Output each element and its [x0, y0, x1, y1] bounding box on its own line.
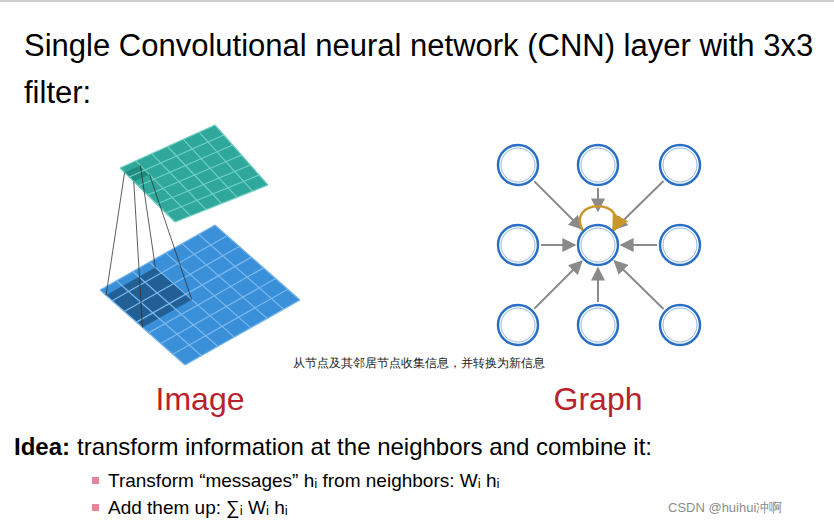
message-arrow: [534, 261, 581, 308]
graph-node-ring: [501, 308, 535, 342]
projection-line: [106, 173, 125, 296]
message-arrow: [614, 181, 663, 229]
grid-line: [183, 139, 237, 197]
message-arrow: [597, 268, 599, 302]
graph-node-ring: [663, 148, 697, 182]
graph-node-circle: [578, 305, 618, 345]
message-arrow: [541, 244, 575, 246]
graph-node-ring: [663, 228, 697, 262]
graph-node-ring: [581, 148, 615, 182]
grid-line: [215, 125, 268, 185]
graph-node-ring: [581, 228, 615, 262]
grid-line: [173, 289, 288, 354]
slide-title: Single Convolutional neural network (CNN…: [24, 22, 824, 116]
graph-node-circle: [498, 305, 538, 345]
grid-plane: [120, 125, 268, 222]
bullet-text: Transform “messages” hᵢ from neighbors: …: [108, 470, 500, 493]
projection-line: [140, 165, 155, 267]
top-rule: [0, 0, 834, 2]
watermark: CSDN @huihui冲啊: [668, 500, 782, 516]
grid-line: [185, 300, 300, 365]
message-arrow: [597, 188, 599, 211]
figure-label: Graph: [554, 380, 643, 418]
grid-line: [215, 225, 300, 300]
bullet-square: [92, 477, 99, 484]
bullet-text: Add them up: ∑ᵢ Wᵢ hᵢ: [108, 497, 288, 520]
grid-line: [161, 279, 276, 344]
graph-node-circle: [660, 225, 700, 265]
graph-node-ring: [501, 148, 535, 182]
grid-plane: [100, 225, 300, 365]
image-grid-illustration: [100, 125, 300, 365]
idea-heading: Idea:: [14, 433, 70, 462]
grid-line: [175, 185, 268, 222]
bullet-square: [92, 504, 99, 511]
message-arrow: [621, 244, 657, 246]
graph-node-ring: [581, 308, 615, 342]
graph-node-circle: [660, 305, 700, 345]
annotation-note: 从节点及其邻居节点收集信息，并转换为新信息: [291, 356, 547, 370]
graph-node-circle: [660, 145, 700, 185]
grid-line: [199, 132, 252, 191]
graph-node-ring: [501, 228, 535, 262]
graph-node-circle: [498, 225, 538, 265]
figure-label: Image: [156, 380, 245, 418]
graph-node-circle: [578, 225, 618, 265]
grid-line: [199, 234, 284, 309]
graph-node-circle: [498, 145, 538, 185]
idea-text: transform information at the neighbors a…: [77, 433, 652, 462]
graph-node-ring: [663, 308, 697, 342]
projection-line: [150, 175, 192, 300]
message-arrow: [534, 181, 581, 228]
projection-line: [134, 182, 143, 328]
graph-node-circle: [578, 145, 618, 185]
graph-illustration: [498, 145, 700, 345]
message-arrow: [614, 261, 663, 309]
